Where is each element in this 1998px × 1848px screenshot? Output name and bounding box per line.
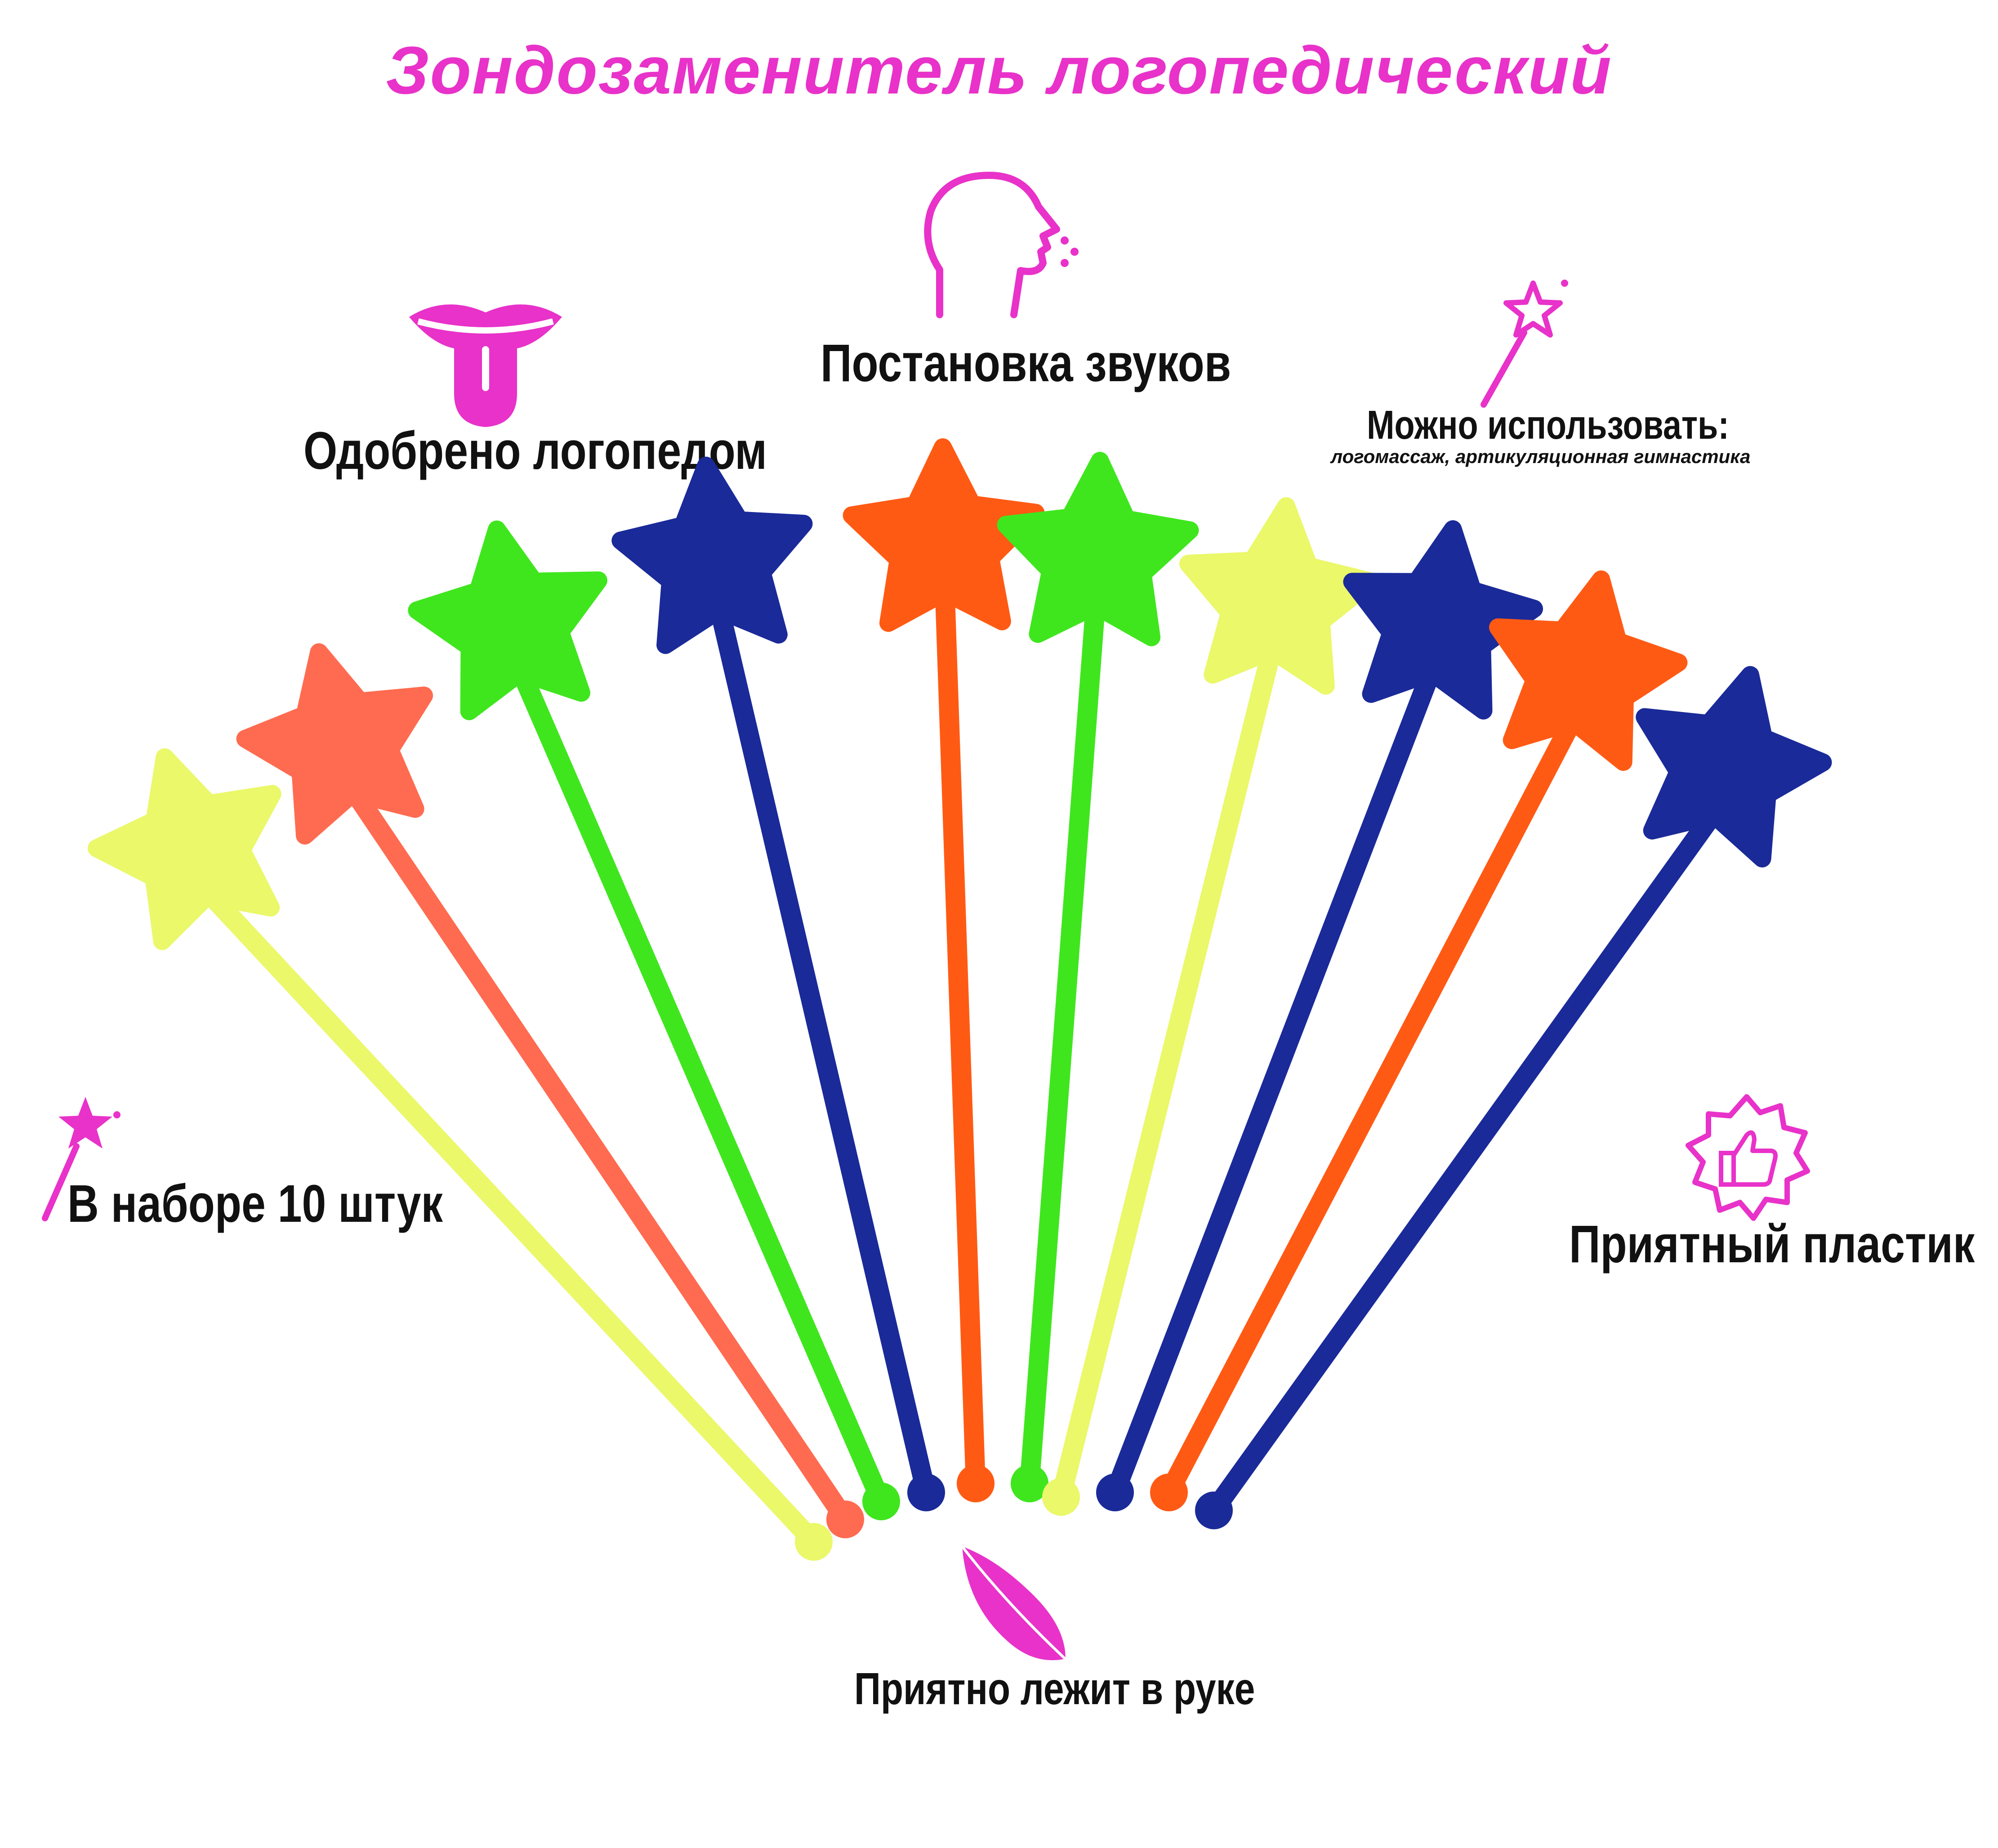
feature-usage-title: Можно использовать: <box>1367 403 1730 448</box>
star-stick <box>88 748 833 1561</box>
star-stick <box>408 520 900 1520</box>
feather-icon <box>961 1545 1074 1667</box>
star-stick <box>1042 497 1380 1516</box>
magic-wand-icon <box>42 1097 120 1221</box>
star-stick <box>1150 570 1688 1511</box>
star-stick <box>236 643 864 1538</box>
feature-set-count: В наборе 10 штук <box>67 1174 443 1233</box>
star-stick <box>1096 520 1543 1511</box>
star-stick <box>843 438 1045 1502</box>
feature-approved: Одобрено логопедом <box>303 421 767 481</box>
feature-pleasant-plastic: Приятный пластик <box>1569 1215 1975 1274</box>
feature-comfortable-grip: Приятно лежит в руке <box>854 1664 1255 1714</box>
star-stick <box>997 452 1199 1502</box>
star-stick <box>611 456 945 1511</box>
thumbs-up-badge-icon <box>1686 1094 1810 1221</box>
magic-wand-icon <box>1481 280 1568 408</box>
star-stick <box>1195 666 1832 1529</box>
page-title: Зондозаменитель логопедический <box>386 32 1612 108</box>
speaking-head-icon <box>924 172 1079 318</box>
feature-sound-setting: Постановка звуков <box>821 334 1231 393</box>
tongue-icon <box>409 304 562 427</box>
feature-usage-detail: логомассаж, артикуляционная гимнастика <box>1331 446 1751 467</box>
